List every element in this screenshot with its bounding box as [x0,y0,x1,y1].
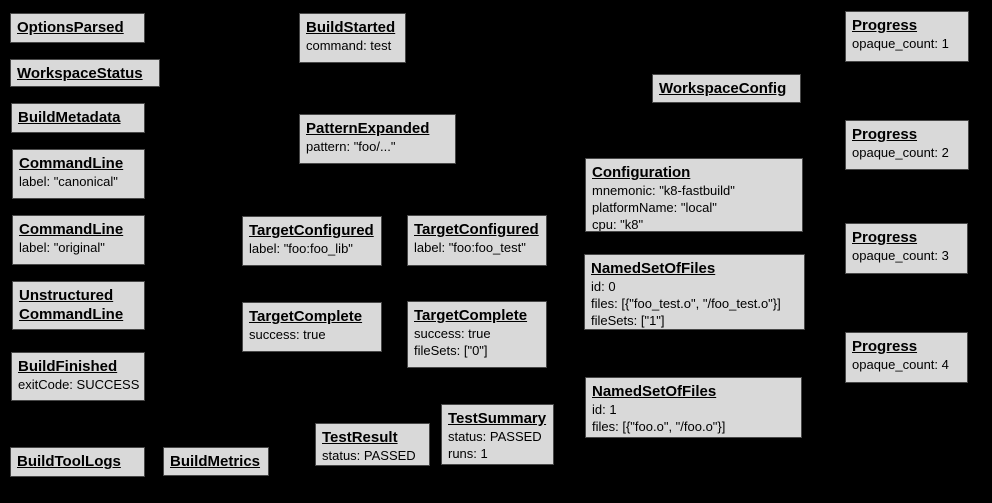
node-title: PatternExpanded [306,120,430,137]
event-node-named-set-of-files-0: NamedSetOfFiles id: 0 files: [{"foo_test… [584,254,805,330]
node-title: Progress [852,229,918,246]
node-field: opaque_count: 2 [852,145,949,160]
event-node-progress-4: Progress opaque_count: 4 [845,332,968,383]
node-field: files: [{"foo_test.o", "/foo_test.o"}] [591,296,781,311]
event-node-progress-1: Progress opaque_count: 1 [845,11,969,62]
node-field: cpu: "k8" [592,217,644,232]
node-field: label: "original" [19,240,105,255]
node-title: Unstructured [19,287,114,304]
node-title: NamedSetOfFiles [591,260,716,277]
node-field: command: test [306,38,392,53]
node-title: TargetComplete [249,308,363,325]
node-field: opaque_count: 4 [852,357,949,372]
event-node-options-parsed: OptionsParsed [10,13,145,43]
node-title: TestSummary [448,410,547,427]
node-title: TestResult [322,429,398,446]
node-title: BuildFinished [18,358,118,375]
event-node-target-configured-foo-lib: TargetConfigured label: "foo:foo_lib" [242,216,382,266]
node-field: label: "foo:foo_test" [414,240,526,255]
event-node-configuration: Configuration mnemonic: "k8-fastbuild" p… [585,158,803,232]
node-field: label: "canonical" [19,174,118,189]
node-field: id: 1 [592,402,617,417]
event-node-target-configured-foo-test: TargetConfigured label: "foo:foo_test" [407,215,547,266]
node-title: TargetConfigured [414,221,539,238]
node-field: opaque_count: 3 [852,248,949,263]
node-title: BuildStarted [306,19,396,36]
event-node-target-complete-foo-test: TargetComplete success: true fileSets: [… [407,301,547,368]
event-node-progress-2: Progress opaque_count: 2 [845,120,969,170]
node-field: platformName: "local" [592,200,717,215]
node-field: fileSets: ["0"] [414,343,488,358]
event-node-build-started: BuildStarted command: test [299,13,406,63]
event-node-test-result: TestResult status: PASSED [315,423,430,466]
node-title: Configuration [592,164,691,181]
node-title: NamedSetOfFiles [592,383,717,400]
event-node-target-complete-foo-lib: TargetComplete success: true [242,302,382,352]
event-node-progress-3: Progress opaque_count: 3 [845,223,968,274]
node-field: opaque_count: 1 [852,36,949,51]
event-node-workspace-config: WorkspaceConfig [652,74,801,103]
node-title: CommandLine [19,306,124,323]
node-title: Progress [852,338,918,355]
event-node-command-line-original: CommandLine label: "original" [12,215,145,265]
node-title: CommandLine [19,155,124,172]
node-title: BuildMetadata [18,109,121,126]
event-node-unstructured-command-line: Unstructured CommandLine [12,281,145,330]
node-field: runs: 1 [448,446,488,461]
node-title: WorkspaceConfig [659,80,787,97]
event-node-pattern-expanded: PatternExpanded pattern: "foo/..." [299,114,456,164]
node-field: success: true [249,327,326,342]
event-node-build-finished: BuildFinished exitCode: SUCCESS [11,352,145,401]
node-title: CommandLine [19,221,124,238]
event-node-build-metrics: BuildMetrics [163,447,269,476]
node-field: status: PASSED [448,429,542,444]
node-field: id: 0 [591,279,616,294]
node-field: exitCode: SUCCESS [18,377,140,392]
node-title: TargetConfigured [249,222,374,239]
event-node-named-set-of-files-1: NamedSetOfFiles id: 1 files: [{"foo.o", … [585,377,802,438]
node-field: pattern: "foo/..." [306,139,396,154]
node-title: Progress [852,126,918,143]
node-title: BuildToolLogs [17,453,121,470]
node-title: BuildMetrics [170,453,261,470]
node-field: fileSets: ["1"] [591,313,665,328]
node-field: status: PASSED [322,448,416,463]
node-title: OptionsParsed [17,19,124,36]
event-node-workspace-status: WorkspaceStatus [10,59,160,87]
node-field: success: true [414,326,491,341]
node-title: Progress [852,17,918,34]
node-field: files: [{"foo.o", "/foo.o"}] [592,419,726,434]
node-field: label: "foo:foo_lib" [249,241,353,256]
event-node-test-summary: TestSummary status: PASSED runs: 1 [441,404,554,465]
node-field: mnemonic: "k8-fastbuild" [592,183,735,198]
node-title: TargetComplete [414,307,528,324]
event-node-command-line-canonical: CommandLine label: "canonical" [12,149,145,199]
event-node-build-tool-logs: BuildToolLogs [10,447,145,477]
event-node-build-metadata: BuildMetadata [11,103,145,133]
node-title: WorkspaceStatus [17,65,143,82]
